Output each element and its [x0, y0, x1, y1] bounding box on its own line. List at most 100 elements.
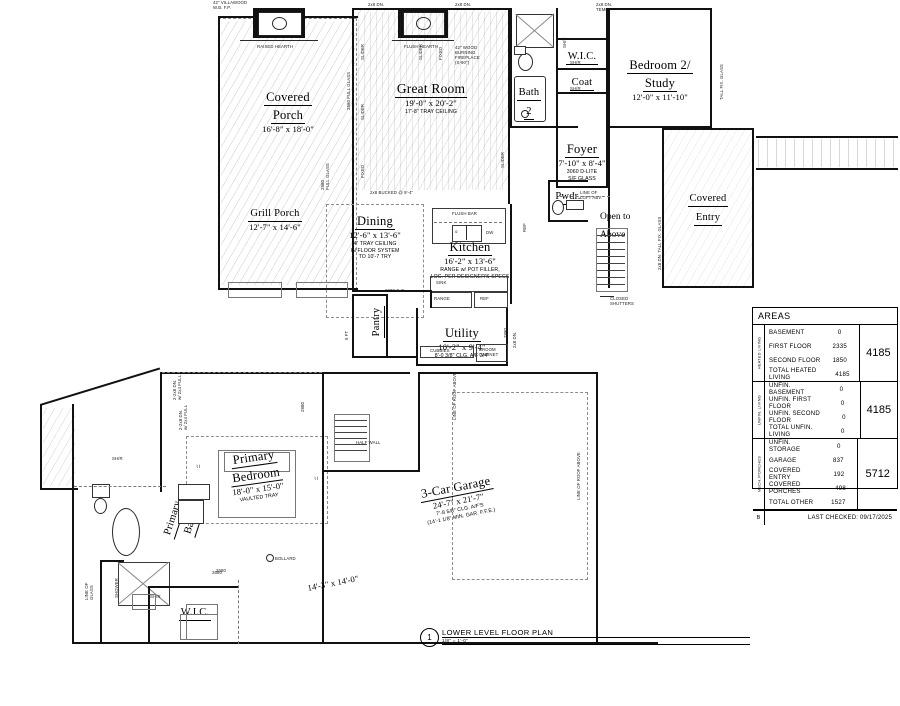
room-name-wic-upper: W.I.C.: [565, 51, 599, 65]
sheet-title-text: LOWER LEVEL FLOOR PLAN: [442, 628, 554, 637]
room-name-pantry: Pantry: [371, 305, 385, 339]
room-name-covered-entry-2: Entry: [693, 212, 723, 226]
areas-group-total-unfin: 4185: [866, 404, 892, 416]
annotation-line-of-loft: LINE OF LOFT ABV.: [580, 190, 603, 201]
room-label-dining: Dining 12'-6" x 13'-6" 4" TRAY CEILING I…: [332, 212, 418, 261]
annotation-cubbies: CUBBIES: [430, 348, 450, 353]
areas-group-mech-porches: MECH./PORCHES UNFIN. STORAGE 0 GARAGE 83…: [753, 439, 897, 510]
room-dim-grill-porch: 12'-7" x 14'-6": [249, 221, 301, 232]
window-mark-pb-left: ⌇⌇: [196, 464, 201, 469]
areas-group-side-label-unfin: UNFIN. LIVING: [753, 382, 765, 438]
door-2680-wic: 2680: [212, 570, 222, 575]
dim-note-3: 2880: [300, 402, 305, 412]
room-label-pantry: Pantry: [366, 296, 385, 348]
shelf-note-3: SH/R: [562, 37, 567, 48]
annotation-slider-3: SLIDER: [418, 43, 423, 60]
room-name-covered-entry: Covered: [687, 193, 729, 207]
room-label-covered-porch: Covered Porch 16'-8" x 18'-0": [238, 88, 338, 135]
room-label-covered-entry: Covered Entry: [668, 188, 748, 226]
annotation-villawood-fp: 42" VILLAWOOD W.B. F.P.: [213, 0, 248, 11]
sheet-scale-text: 1/8" = 1'-0": [442, 638, 468, 643]
shelf-note-1: SH/R: [570, 60, 581, 65]
annotation-line-of-roof-2: LINE OF ROOF ABOVE: [576, 452, 581, 500]
title-rule: [442, 637, 750, 639]
annotation-sink-island: o: [455, 229, 458, 234]
areas-group-unfin-living: UNFIN. LIVING UNFIN. BASEMENT 0 UNFIN. F…: [753, 382, 897, 439]
last-checked-text: LAST CHECKED: 09/17/2025: [807, 515, 892, 521]
room-label-utility: Utility 10'-2" x 9'-4" 8'-0 3/8" CLG. A/…: [418, 324, 506, 360]
room-label-foyer: Foyer 7'-10" x 8'-4" 3060 D-LITE S/F GLA…: [553, 140, 611, 182]
primary-bedroom-outline: [186, 436, 328, 524]
revision-code: B: [753, 511, 765, 525]
room-label-wic-lower: W.I.C.: [170, 602, 220, 621]
annotation-2x8-dn-sill: 2x8 DN. TALL FIX. GLASS: [657, 216, 662, 270]
room-dim-foyer: 7'-10" x 8'-4": [558, 158, 606, 168]
annotation-shower: SHOWER: [114, 578, 119, 598]
room-dim-utility: 10'-2" x 9'-4": [438, 342, 486, 352]
great-room-vertical-lines: [358, 12, 506, 190]
room-name-above: Above: [600, 229, 626, 240]
annotation-2880-dining: 2880 FULL GLASS: [320, 163, 331, 190]
title-rule-2: [442, 644, 750, 645]
room-dim-kitchen: 16'-2" x 13'-6": [444, 256, 496, 266]
room-dim-great-room: 19'-0" x 20'-2": [405, 98, 457, 109]
room-label-garage-bay: 14'-3" x 14'-0": [278, 568, 388, 599]
areas-row: TOTAL OTHER 1527: [769, 498, 846, 506]
room-label-bath-2: Bath 2: [508, 82, 550, 120]
dim-note-1: 2-2x8 DN. w/ 2x4 FULL: [178, 404, 189, 430]
room-label-coat: Coat: [558, 72, 606, 91]
annotation-range: RANGE: [434, 296, 450, 301]
stair-run-foyer: [596, 228, 628, 292]
room-name-bedroom-2: Bedroom 2/: [627, 58, 693, 74]
annotation-closed-shutters: CLOSED SHUTTERS: [610, 296, 634, 307]
areas-row: FIRST FLOOR 2335: [769, 342, 847, 350]
annotation-slider-4: SLIDER: [500, 151, 505, 168]
areas-table-title: AREAS: [753, 308, 897, 325]
room-name-covered-porch: Covered: [264, 90, 312, 106]
room-label-great-room: Great Room 19'-0" x 20'-2" 17'-8" TRAY C…: [378, 80, 484, 116]
annotation-tall-fix-glass: TALL FIX. GLASS: [719, 64, 724, 100]
annotation-wood-burning-fp: 42" WOOD BURNING FIREPLACE (S-90"): [455, 45, 480, 66]
areas-table: AREAS HEATED LIVING BASEMENT 0 FIRST FLO…: [752, 307, 898, 525]
sheet-title-block: 1 LOWER LEVEL FLOOR PLAN 1/8" = 1'-0": [420, 628, 750, 652]
areas-row: UNFIN. BASEMENT 0: [769, 382, 844, 396]
room-note-foyer: 3060 D-LITE S/F GLASS: [566, 169, 598, 182]
annotation-2880-utility: 2880: [503, 328, 508, 338]
room-name-utility: Utility: [442, 326, 482, 342]
annotation-2860-full-glass: 2860 FULL GLASS: [346, 71, 351, 110]
room-name-great-room: Great Room: [394, 81, 468, 99]
annotation-ref-vert: REF: [522, 223, 527, 232]
room-label-bedroom-2: Bedroom 2/ Study 12'-0" x 11'-10": [605, 56, 715, 103]
room-dim-bedroom-2: 12'-0" x 11'-10": [632, 92, 688, 102]
room-name-wic-lower: W.I.C.: [178, 607, 212, 621]
annotation-fixed-1: FIXED: [360, 164, 365, 178]
room-name-foyer: Foyer: [564, 142, 600, 158]
annotation-dw: DW: [486, 230, 494, 235]
room-name-coat: Coat: [569, 77, 595, 91]
annotation-bollard: BOLLARD: [275, 556, 296, 561]
shelf-note-2: SH/R: [570, 86, 581, 91]
annotation-2x8-dn-utility: 2x8 DN.: [512, 331, 517, 348]
annotation-2x8-dn-top: 2x8 DN.: [368, 2, 385, 7]
detail-number-bubble: 1: [420, 628, 439, 647]
areas-group-total-other: 5712: [865, 468, 890, 480]
room-label-open-to-above: Open to Above: [600, 206, 662, 242]
annotation-half-wall: HALF WALL: [356, 440, 381, 445]
room-name-covered-porch-2: Porch: [270, 108, 306, 124]
room-name-open-to-above: Open to: [600, 212, 631, 222]
annotation-2x8-dn-top2: 2x8 DN.: [455, 2, 472, 7]
kitchen-counter-run: [430, 276, 508, 292]
areas-group-side-label-heated: HEATED LIVING: [753, 325, 765, 381]
room-label-wic-upper: W.I.C.: [558, 46, 606, 65]
areas-row: COVERED PORCHES 498: [769, 481, 846, 495]
areas-row: UNFIN. SECOND FLOOR 0: [769, 410, 846, 424]
annotation-header-9-4: 2x8 BUCKED @ 9'-4": [370, 190, 414, 195]
room-label-kitchen: Kitchen 16'-2" x 13'-6" RANGE w/ POT FIL…: [424, 238, 516, 280]
dining-outline: [326, 204, 424, 318]
room-dim-garage-bay: 14'-3" x 14'-0": [306, 573, 360, 593]
annotation-2x8-dn-temp: 2x8 DN. TEMP.: [596, 2, 613, 13]
room-dim-covered-porch: 16'-8" x 18'-0": [262, 124, 314, 134]
annotation-raised-hearth: RAISED HEARTH: [257, 44, 294, 49]
primary-tub: [112, 508, 140, 556]
primary-shower: [118, 562, 170, 606]
